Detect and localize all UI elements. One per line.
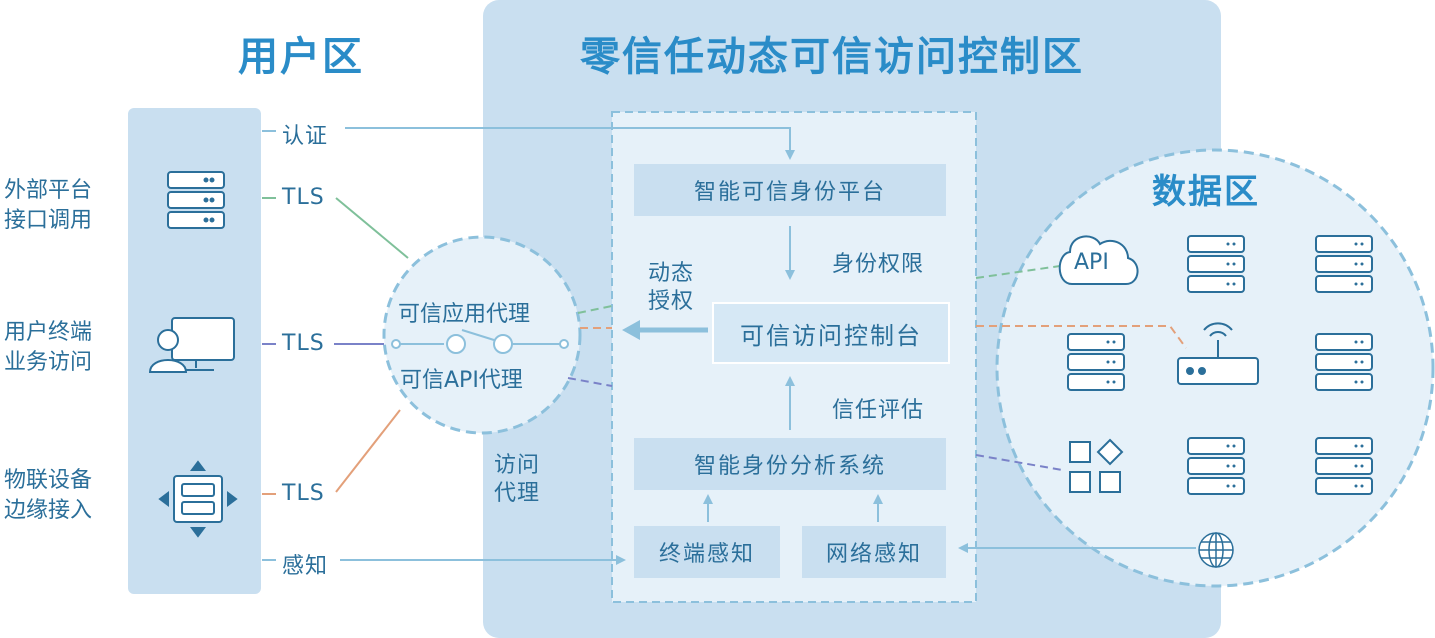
- server-icon: [1067, 333, 1125, 391]
- api-label: API: [1074, 250, 1109, 275]
- server-stack-icon: [167, 171, 225, 229]
- server-icon: [1187, 235, 1245, 293]
- zero-trust-zone-title: 零信任动态可信访问控制区: [580, 34, 1084, 80]
- dynamic-auth-label: 动态 授权: [648, 261, 695, 314]
- source-external-platform: 外部平台 接口调用: [4, 178, 93, 233]
- server-icon: [1315, 333, 1373, 391]
- trusted-app-proxy: 可信应用代理: [398, 302, 531, 327]
- auth-label: 认证: [282, 124, 329, 149]
- identity-permission-label: 身份权限: [832, 252, 925, 277]
- router-icon: [1177, 322, 1259, 385]
- terminal-sense-box: 终端感知: [634, 526, 780, 578]
- access-proxy-label: 访问 代理: [494, 453, 541, 506]
- data-zone-title: 数据区: [1152, 172, 1260, 212]
- server-icon: [1187, 437, 1245, 495]
- sense-label: 感知: [282, 554, 329, 579]
- access-console-box: 可信访问控制台: [712, 302, 950, 364]
- tls-label: TLS: [282, 185, 325, 210]
- proxy-circle: [382, 235, 582, 435]
- analysis-system-box: 智能身份分析系统: [634, 438, 946, 490]
- iot-device-icon: [158, 460, 238, 538]
- user-zone-title: 用户区: [238, 34, 364, 80]
- tls-label: TLS: [282, 331, 325, 356]
- apps-icon: [1069, 438, 1124, 493]
- source-user-terminal: 用户终端 业务访问: [4, 320, 93, 375]
- server-icon: [1315, 235, 1373, 293]
- api-cloud-icon: [1058, 235, 1139, 285]
- identity-platform-box: 智能可信身份平台: [634, 164, 946, 216]
- network-sense-box: 网络感知: [802, 526, 946, 578]
- user-terminal-icon: [148, 317, 235, 373]
- globe-icon: [1198, 532, 1234, 568]
- tls-label: TLS: [282, 481, 325, 506]
- server-icon: [1315, 437, 1373, 495]
- trust-eval-label: 信任评估: [832, 398, 925, 423]
- source-iot-device: 物联设备 边缘接入: [4, 468, 93, 523]
- trusted-api-proxy: 可信API代理: [400, 368, 523, 393]
